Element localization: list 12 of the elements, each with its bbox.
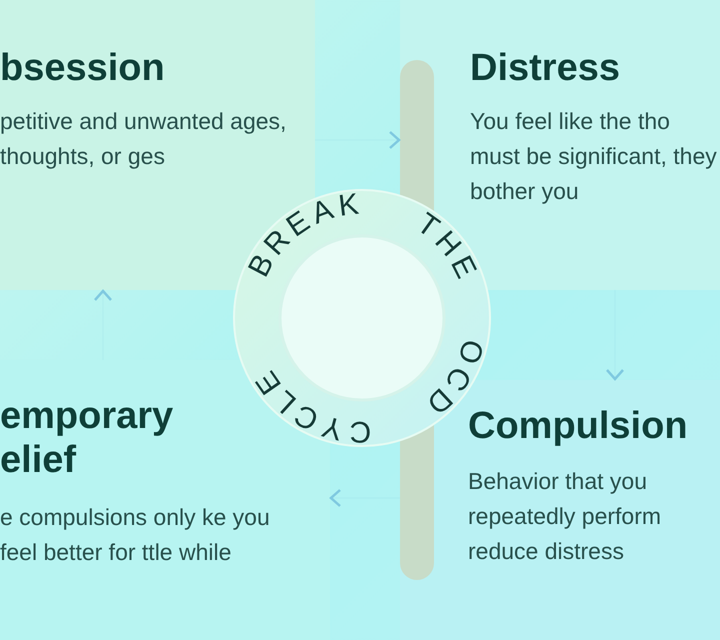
- step-description: Behavior that you repeatedly perform reduce distress: [468, 467, 662, 566]
- chevron-arrow: [314, 130, 400, 150]
- step-description: petitive and unwanted ages, thoughts, or ges: [0, 107, 288, 171]
- step-heading: Distress: [470, 46, 621, 90]
- chevron-arrow: [330, 488, 400, 508]
- step-description: e compulsions only ke you feel better for ttle while: [0, 503, 271, 567]
- chevron-arrow: [94, 290, 112, 360]
- step-heading: bsession: [0, 46, 166, 90]
- step-description: You feel like the tho must be significant, they bother you: [470, 107, 718, 206]
- step-heading: Compulsion: [468, 405, 689, 448]
- step-heading: emporary elief: [0, 394, 174, 482]
- chevron-arrow: [606, 290, 624, 380]
